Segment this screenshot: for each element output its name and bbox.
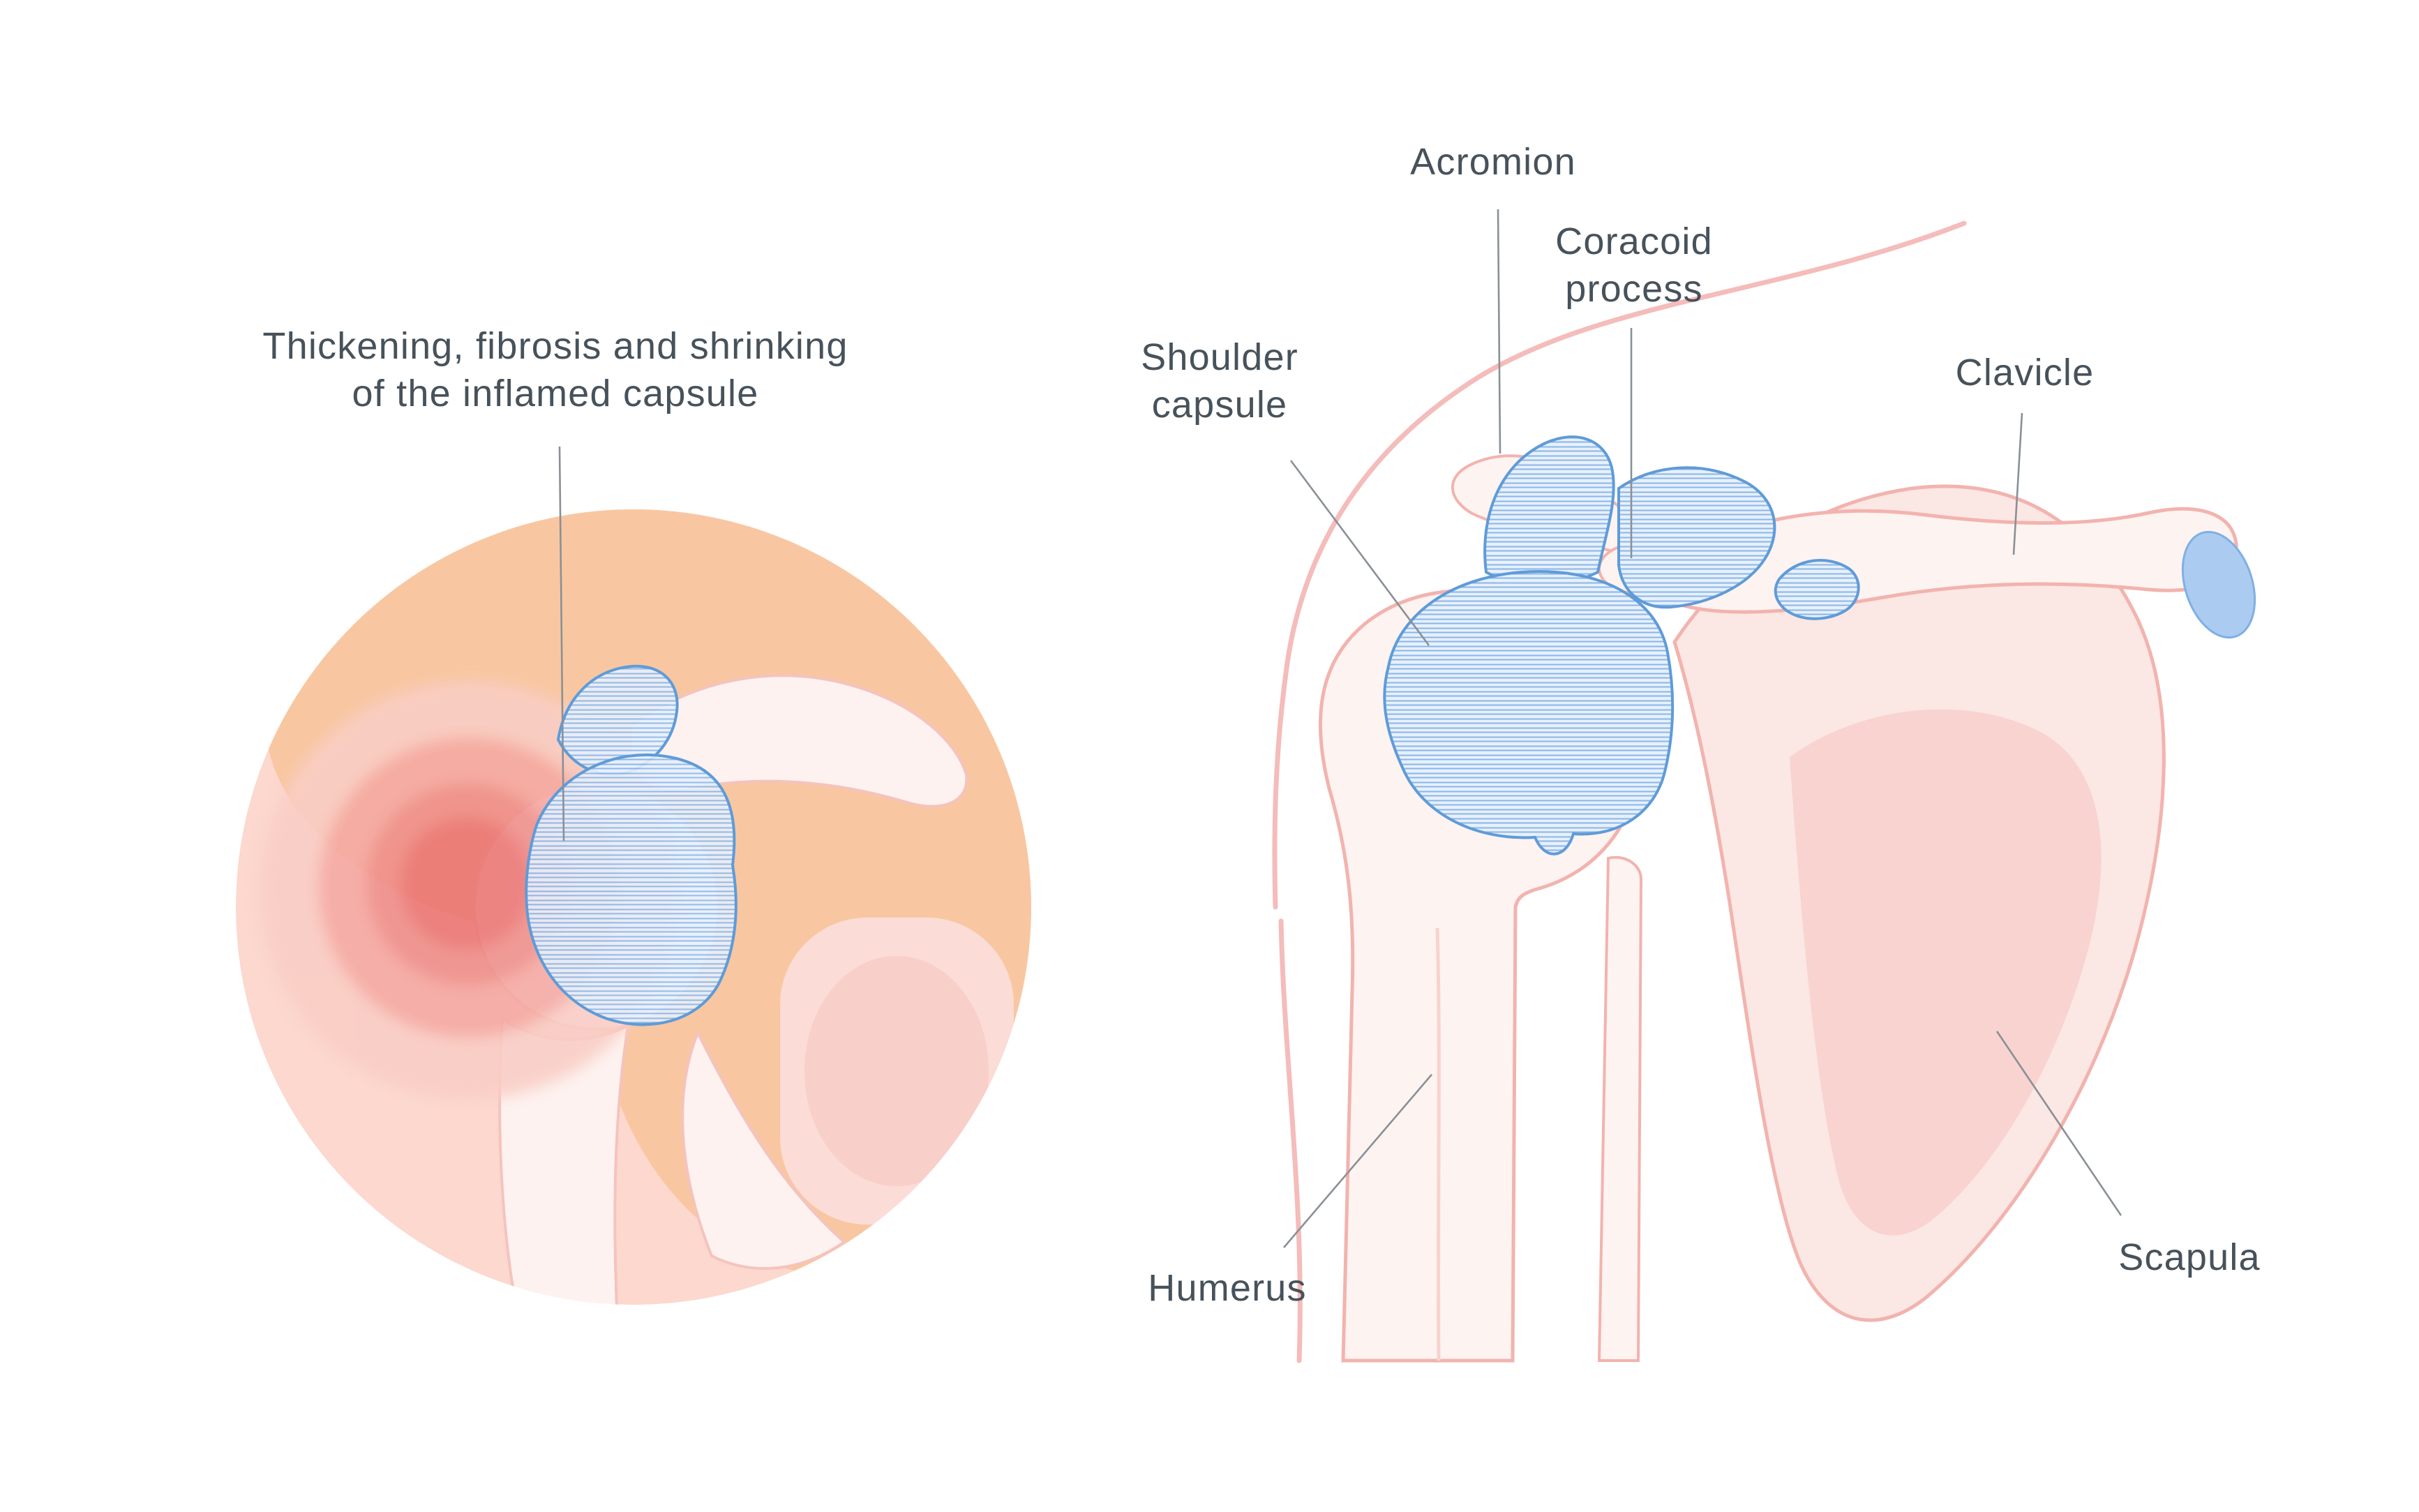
clavicle-cartilage-tip — [2181, 530, 2256, 639]
neck-outline-curve — [1272, 220, 1967, 910]
leader-shoulder-capsule — [1289, 460, 1430, 646]
label-coracoid-line2: process — [1565, 268, 1703, 310]
shoulder-capsule-blob — [1383, 570, 1675, 855]
label-shoulder-capsule-line1: Shoulder — [1141, 336, 1298, 378]
inset-scapula-edge — [681, 1029, 847, 1271]
scapula-lateral-border — [1597, 855, 1643, 1362]
leader-inset-caption — [558, 446, 565, 841]
leader-acromion — [1497, 209, 1501, 454]
coracoid-ligament — [1617, 466, 1776, 609]
inset-caption-line1: Thickening, fibrosis and shrinking — [262, 325, 848, 367]
inset-caption-line2: of the inflamed capsule — [352, 373, 759, 415]
label-humerus: Humerus — [1148, 1267, 1307, 1309]
inset-caption: Thickening, fibrosis and shrinking of th… — [262, 322, 848, 417]
label-acromion: Acromion — [1410, 141, 1576, 183]
leader-humerus — [1283, 1074, 1432, 1248]
arm-outline-curve — [1278, 918, 1303, 1363]
inset-scapula-blade-inner — [804, 956, 989, 1186]
label-shoulder-capsule: Shoulder capsule — [1141, 334, 1298, 428]
label-coracoid-line1: Coracoid — [1555, 220, 1713, 262]
inset-capsule-blob — [525, 753, 737, 1026]
inset-figure — [236, 509, 1031, 1305]
humerus-shaft-shading — [1435, 927, 1441, 1361]
label-scapula: Scapula — [2118, 1236, 2261, 1278]
label-coracoid-process: Coracoid process — [1555, 218, 1713, 313]
leader-clavicle — [2012, 412, 2023, 555]
scapula-fossa — [1790, 709, 2102, 1236]
label-shoulder-capsule-line2: capsule — [1151, 384, 1288, 426]
shoulder-figure — [1272, 220, 2256, 1363]
label-clavicle: Clavicle — [1955, 352, 2095, 394]
leader-lines — [558, 209, 2122, 1248]
small-ligament — [1774, 559, 1860, 620]
inflammation-core — [400, 817, 532, 950]
leader-scapula — [1995, 1031, 2122, 1216]
